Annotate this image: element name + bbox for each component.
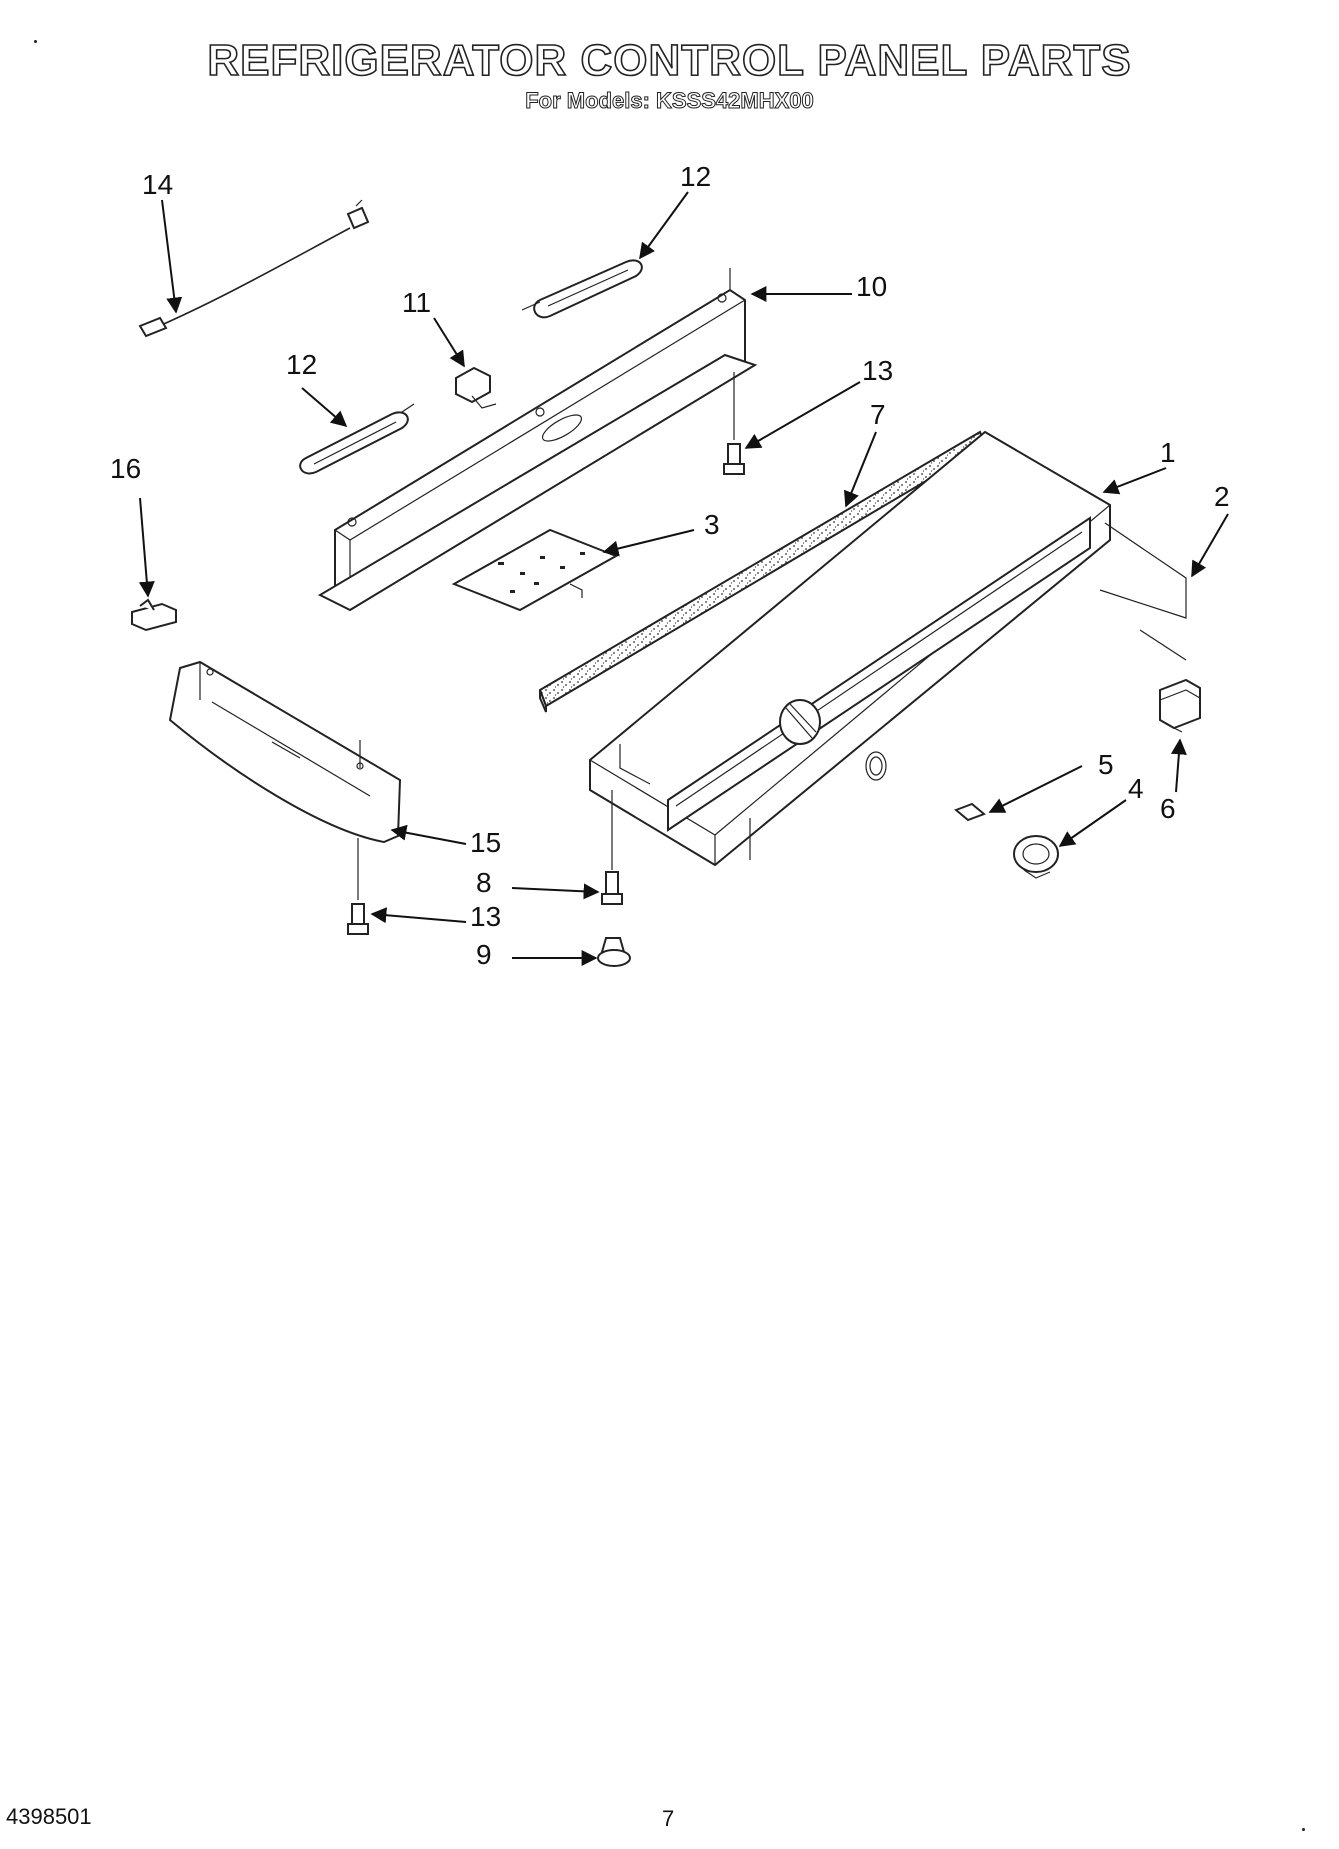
callout-10: 10 [856,271,887,302]
callout-6: 6 [1160,793,1176,824]
callout-8: 8 [476,867,492,898]
scan-mark-bottom-right [1302,1828,1305,1831]
part-12-upper-probe [521,259,643,319]
part-10-mounting-bracket [317,268,758,612]
part-4-knob [1013,835,1059,879]
part-13-lower-screw [347,838,369,935]
callout-14: 14 [142,169,173,200]
part-6-switch [1159,678,1201,733]
part-3-control-board [451,528,619,612]
page-title: REFRIGERATOR CONTROL PANEL PARTS [207,35,1132,86]
callout-5: 5 [1098,749,1114,780]
callout-7: 7 [870,399,886,430]
model-subtitle: For Models: KSSS42MHX00 [525,88,815,114]
callout-1: 1 [1160,437,1176,468]
callout-3: 3 [704,509,720,540]
callout-15: 15 [470,827,501,858]
callout-12-lower: 12 [286,349,317,380]
document-number: 4398501 [6,1804,92,1829]
part-1-control-housing [589,430,1111,867]
part-16-clip [131,598,177,632]
part-14-wire-harness [138,199,370,338]
callout-13-lower: 13 [470,901,501,932]
callout-labels: 14 12 11 10 12 13 7 1 16 2 3 5 4 6 15 8 … [110,161,1230,970]
callout-11: 11 [402,287,431,318]
callout-9: 9 [476,939,492,970]
callout-13-upper: 13 [862,355,893,386]
page-number: 7 [662,1806,675,1831]
part-15-lower-trim [168,660,402,844]
part-8-screw [601,790,623,905]
callout-4: 4 [1128,773,1144,804]
part-12-lower-probe [299,403,415,475]
part-13-upper-screw [723,372,745,475]
callout-16: 16 [110,453,141,484]
part-2-bezel [749,522,1187,860]
callout-2: 2 [1214,481,1230,512]
scan-mark-top-left [34,40,37,43]
callout-12-upper: 12 [680,161,711,192]
part-5-label [954,802,986,822]
leader-lines [138,191,1229,966]
part-11-clip [455,366,497,409]
part-9-leveling-foot [597,937,631,967]
